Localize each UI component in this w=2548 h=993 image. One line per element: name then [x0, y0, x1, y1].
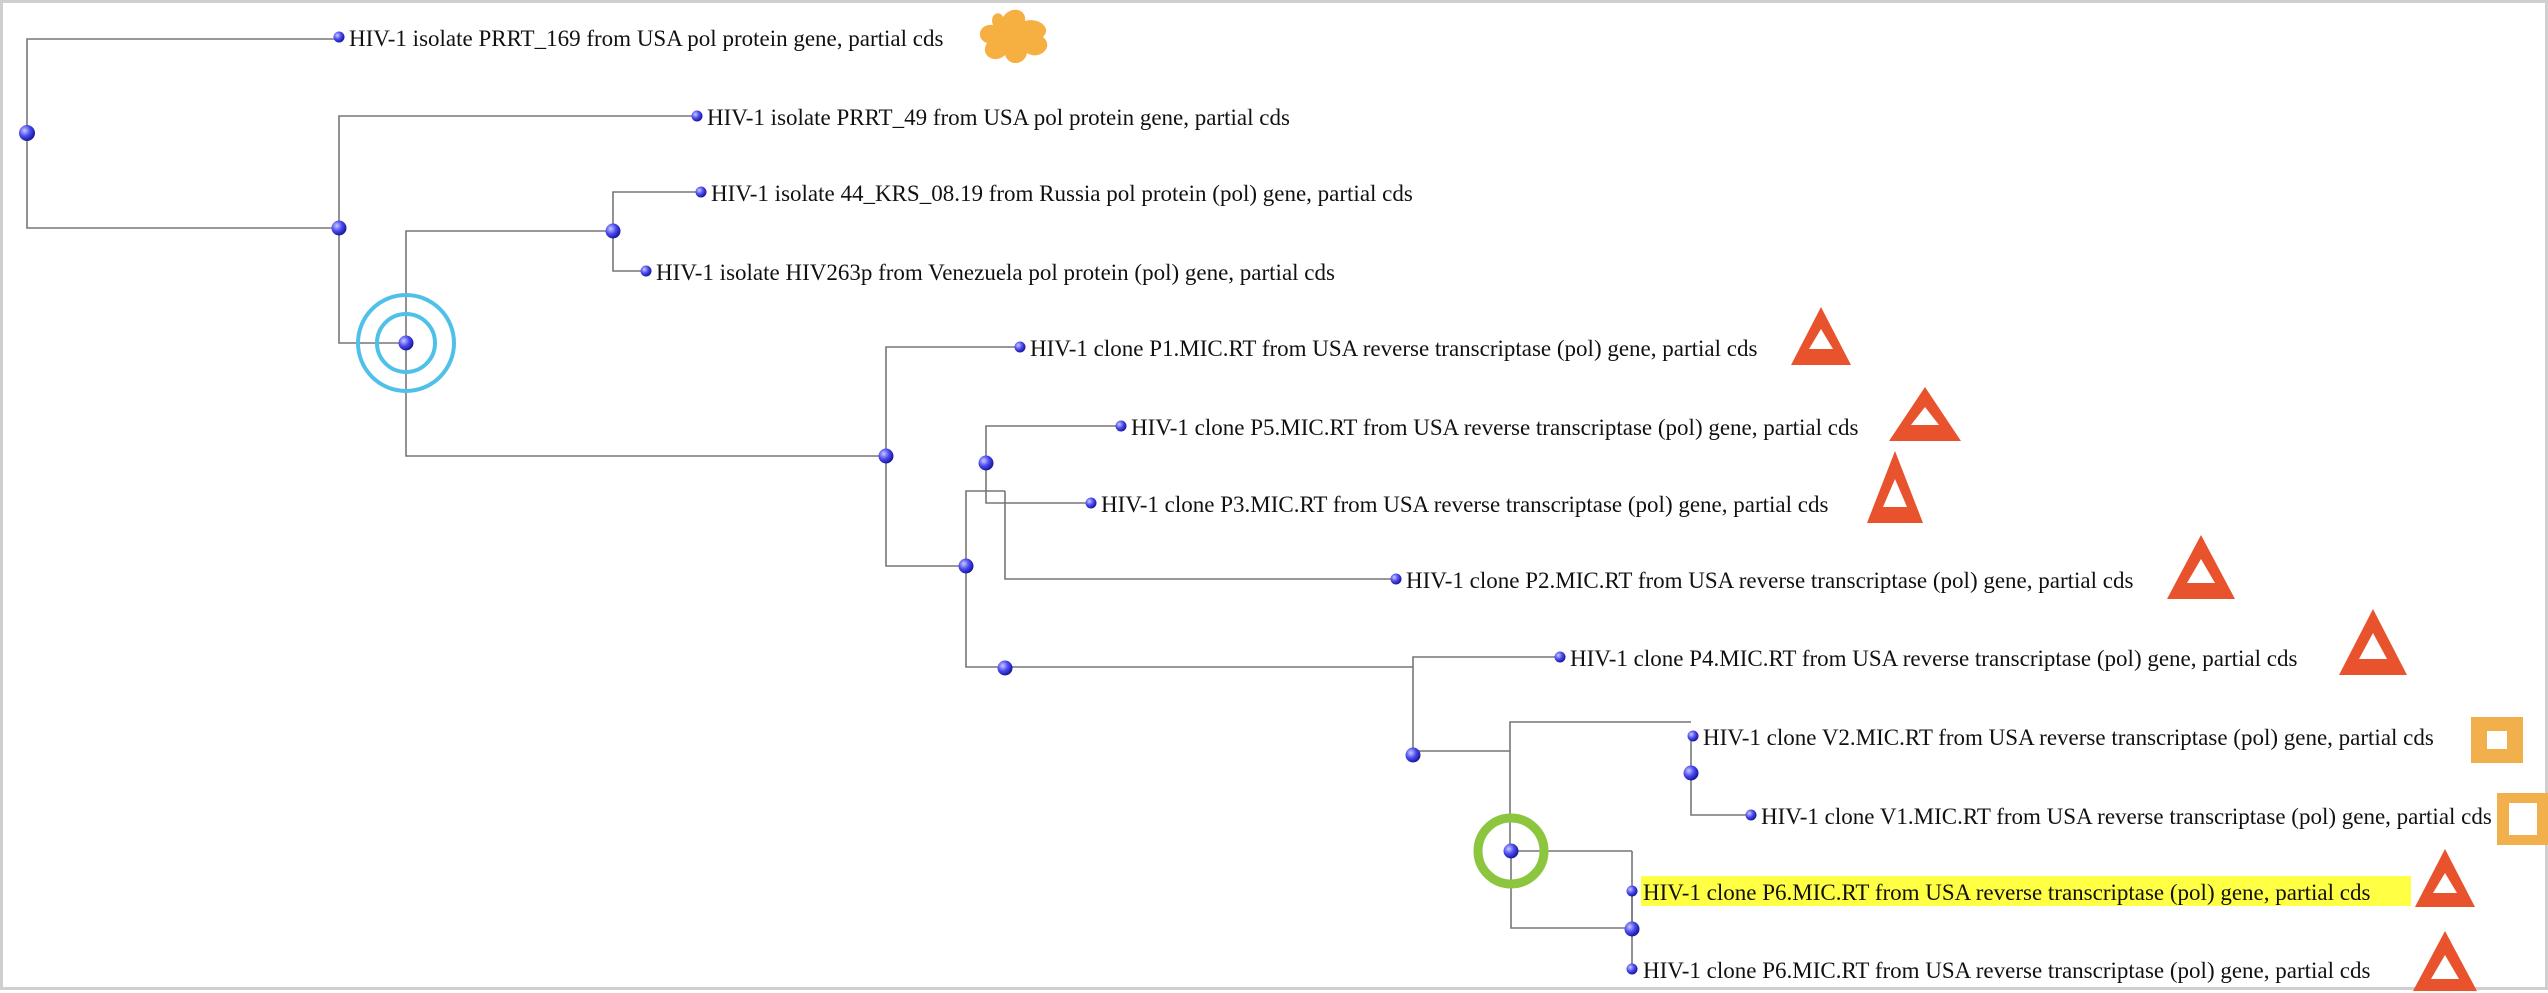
leaf-node[interactable] — [1116, 421, 1127, 432]
internal-node[interactable] — [332, 221, 347, 236]
internal-node[interactable] — [959, 559, 974, 574]
leaf-label[interactable]: HIV-1 isolate PRRT_49 from USA pol prote… — [707, 105, 1290, 130]
leaf-label[interactable]: HIV-1 isolate 44_KRS_08.19 from Russia p… — [711, 181, 1413, 206]
leaf-label[interactable]: HIV-1 clone P5.MIC.RT from USA reverse t… — [1131, 415, 1858, 440]
branch — [339, 116, 697, 228]
triangle-marker-icon — [2413, 931, 2477, 991]
branch — [613, 192, 701, 231]
leaf-node[interactable] — [1627, 886, 1638, 897]
internal-node[interactable] — [1504, 844, 1519, 859]
internal-node[interactable] — [606, 224, 621, 239]
branch — [1413, 657, 1560, 667]
leaf-label-highlighted[interactable]: HIV-1 clone P6.MIC.RT from USA reverse t… — [1643, 880, 2370, 905]
internal-node[interactable] — [1625, 922, 1640, 937]
branch — [27, 133, 339, 228]
internal-node[interactable] — [879, 449, 894, 464]
tree-canvas[interactable]: HIV-1 isolate PRRT_169 from USA pol prot… — [3, 3, 2548, 993]
leaf-label[interactable]: HIV-1 clone P6.MIC.RT from USA reverse t… — [1643, 958, 2370, 983]
selection-rings — [358, 295, 1544, 884]
leaf-label[interactable]: HIV-1 clone V2.MIC.RT from USA reverse t… — [1703, 725, 2434, 750]
triangle-marker-icon — [1867, 451, 1923, 523]
branch — [1510, 722, 1691, 751]
triangle-marker-icon — [2339, 609, 2407, 675]
leaf-label[interactable]: HIV-1 clone P3.MIC.RT from USA reverse t… — [1101, 492, 1828, 517]
leaf-node[interactable] — [692, 111, 703, 122]
triangle-marker-icon — [1791, 307, 1851, 365]
branch — [886, 347, 1020, 456]
leaf-node[interactable] — [334, 32, 345, 43]
leaf-node[interactable] — [1688, 731, 1699, 742]
leaf-node[interactable] — [641, 266, 652, 277]
triangle-marker-icon — [2167, 535, 2235, 599]
leaf-node[interactable] — [1746, 810, 1757, 821]
triangle-marker-icon — [2415, 849, 2475, 907]
branch — [1691, 773, 1751, 815]
branch — [406, 343, 886, 456]
flower-marker-icon — [980, 10, 1047, 63]
leaf-label[interactable]: HIV-1 isolate HIV263p from Venezuela pol… — [656, 260, 1335, 285]
leaf-label[interactable]: HIV-1 clone P4.MIC.RT from USA reverse t… — [1570, 646, 2297, 671]
branch — [613, 231, 646, 271]
leaf-label[interactable]: HIV-1 isolate PRRT_169 from USA pol prot… — [349, 26, 943, 51]
leaf-node[interactable] — [1086, 498, 1097, 509]
internal-node[interactable] — [979, 456, 994, 471]
branch — [406, 231, 613, 343]
internal-node[interactable] — [998, 661, 1013, 676]
leaf-label[interactable]: HIV-1 clone P1.MIC.RT from USA reverse t… — [1030, 336, 1757, 361]
tree-leaves: HIV-1 isolate PRRT_169 from USA pol prot… — [334, 10, 2548, 991]
branch — [986, 463, 1091, 503]
branch — [27, 39, 339, 133]
leaf-label[interactable]: HIV-1 clone P2.MIC.RT from USA reverse t… — [1406, 568, 2133, 593]
leaf-node[interactable] — [1391, 574, 1402, 585]
internal-node[interactable] — [1406, 748, 1421, 763]
root-node[interactable] — [19, 125, 35, 141]
leaf-node[interactable] — [696, 187, 707, 198]
branch — [966, 566, 1413, 667]
internal-node[interactable] — [399, 336, 414, 351]
triangle-marker-icon — [1889, 387, 1961, 441]
branch — [339, 228, 406, 343]
tree-nodes — [19, 125, 1699, 937]
branch — [1510, 751, 1632, 851]
internal-node[interactable] — [1684, 766, 1699, 781]
square-marker-icon — [2471, 717, 2523, 763]
leaf-node[interactable] — [1015, 342, 1026, 353]
leaf-label[interactable]: HIV-1 clone V1.MIC.RT from USA reverse t… — [1761, 804, 2492, 829]
branch — [986, 426, 1121, 463]
branch — [1413, 667, 1510, 751]
leaf-node[interactable] — [1555, 652, 1566, 663]
square-marker-icon — [2497, 793, 2548, 845]
branch — [1511, 851, 1632, 928]
leaf-node[interactable] — [1627, 964, 1638, 975]
branch — [886, 456, 966, 566]
